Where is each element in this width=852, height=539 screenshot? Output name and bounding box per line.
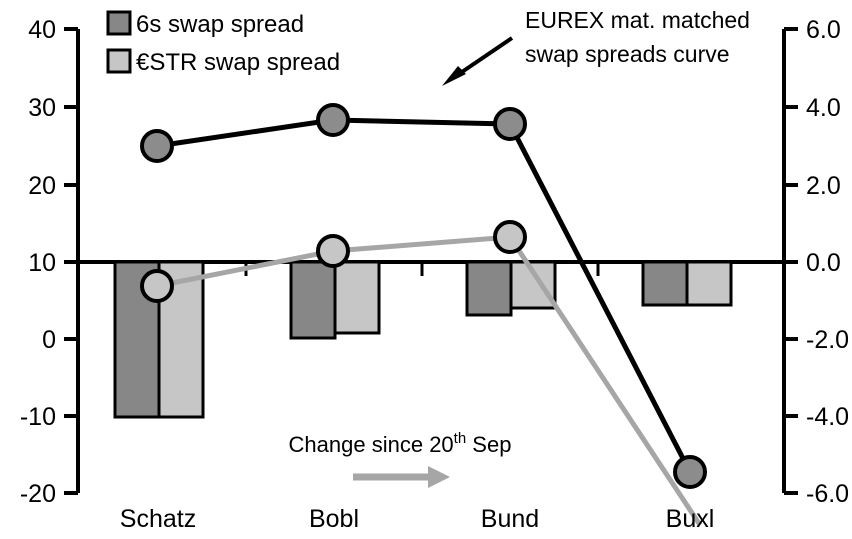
marker-black-buxl[interactable] xyxy=(673,455,707,489)
left-tick-label-3: 10 xyxy=(28,249,56,277)
marker-grey-schatz[interactable] xyxy=(140,269,174,303)
category-label-bund: Bund xyxy=(481,505,539,533)
bar-6s-bund[interactable] xyxy=(465,260,513,317)
left-axis xyxy=(64,27,80,495)
annotation-eurex-curve: EUREX mat. matched swap spreads curve xyxy=(442,7,750,86)
legend-swatch-estr xyxy=(106,48,132,74)
marker-black-schatz[interactable] xyxy=(140,129,174,163)
marker-grey-bobl[interactable] xyxy=(316,234,350,268)
change-note-tail: Sep xyxy=(466,432,511,457)
right-tick-label-3: 0.0 xyxy=(806,249,841,277)
line-eurex-swap-spreads[interactable] xyxy=(140,103,707,489)
marker-black-bund[interactable] xyxy=(493,107,527,141)
bar-estr-bund[interactable] xyxy=(509,260,557,310)
right-tick-label-1: 4.0 xyxy=(806,94,841,122)
bar-6s-bobl[interactable] xyxy=(289,260,337,340)
category-label-buxl: Buxl xyxy=(666,505,715,533)
annotation-change-since: Change since 20th Sep xyxy=(289,430,512,488)
right-tick-label-6: -6.0 xyxy=(806,480,849,508)
left-tick-label-2: 20 xyxy=(28,172,56,200)
left-tick-label-5: -10 xyxy=(20,403,56,431)
bar-6s-schatz[interactable] xyxy=(113,260,161,419)
left-tick-label-0: 40 xyxy=(28,16,56,44)
right-tick-label-0: 6.0 xyxy=(806,16,841,44)
bar-estr-bobl[interactable] xyxy=(333,260,381,335)
category-label-schatz: Schatz xyxy=(120,505,196,533)
category-labels: Schatz Bobl Bund Buxl xyxy=(120,505,715,533)
change-note-text: Change since 20th Sep xyxy=(289,430,512,457)
right-axis xyxy=(782,27,798,495)
left-axis-tick-labels: 40 30 20 10 0 -10 -20 xyxy=(20,16,56,508)
right-tick-label-4: -2.0 xyxy=(806,326,849,354)
change-note-sup: th xyxy=(454,430,467,447)
bar-6s-buxl[interactable] xyxy=(641,260,689,307)
line-change-since-sep[interactable] xyxy=(140,220,703,527)
change-right-arrow-icon xyxy=(353,466,450,488)
annotation-line-2: swap spreads curve xyxy=(525,41,730,67)
legend-swatch-6s xyxy=(106,10,132,36)
change-note-main: Change since 20 xyxy=(289,432,454,457)
legend: 6s swap spread €STR swap spread xyxy=(106,10,340,76)
bar-estr-buxl[interactable] xyxy=(685,260,733,307)
annotation-line-1: EUREX mat. matched xyxy=(525,7,750,33)
category-label-bobl: Bobl xyxy=(309,505,359,533)
marker-black-bobl[interactable] xyxy=(316,103,350,137)
right-tick-label-5: -4.0 xyxy=(806,403,849,431)
left-tick-label-1: 30 xyxy=(28,94,56,122)
left-tick-label-4: 0 xyxy=(42,326,56,354)
marker-grey-bund[interactable] xyxy=(493,220,527,254)
right-axis-tick-labels: 6.0 4.0 2.0 0.0 -2.0 -4.0 -6.0 xyxy=(806,16,849,508)
legend-label-6s: 6s swap spread xyxy=(136,11,304,38)
annotation-arrow-icon xyxy=(442,36,514,86)
left-tick-label-6: -20 xyxy=(20,480,56,508)
right-tick-label-2: 2.0 xyxy=(806,172,841,200)
legend-label-estr: €STR swap spread xyxy=(136,49,340,76)
